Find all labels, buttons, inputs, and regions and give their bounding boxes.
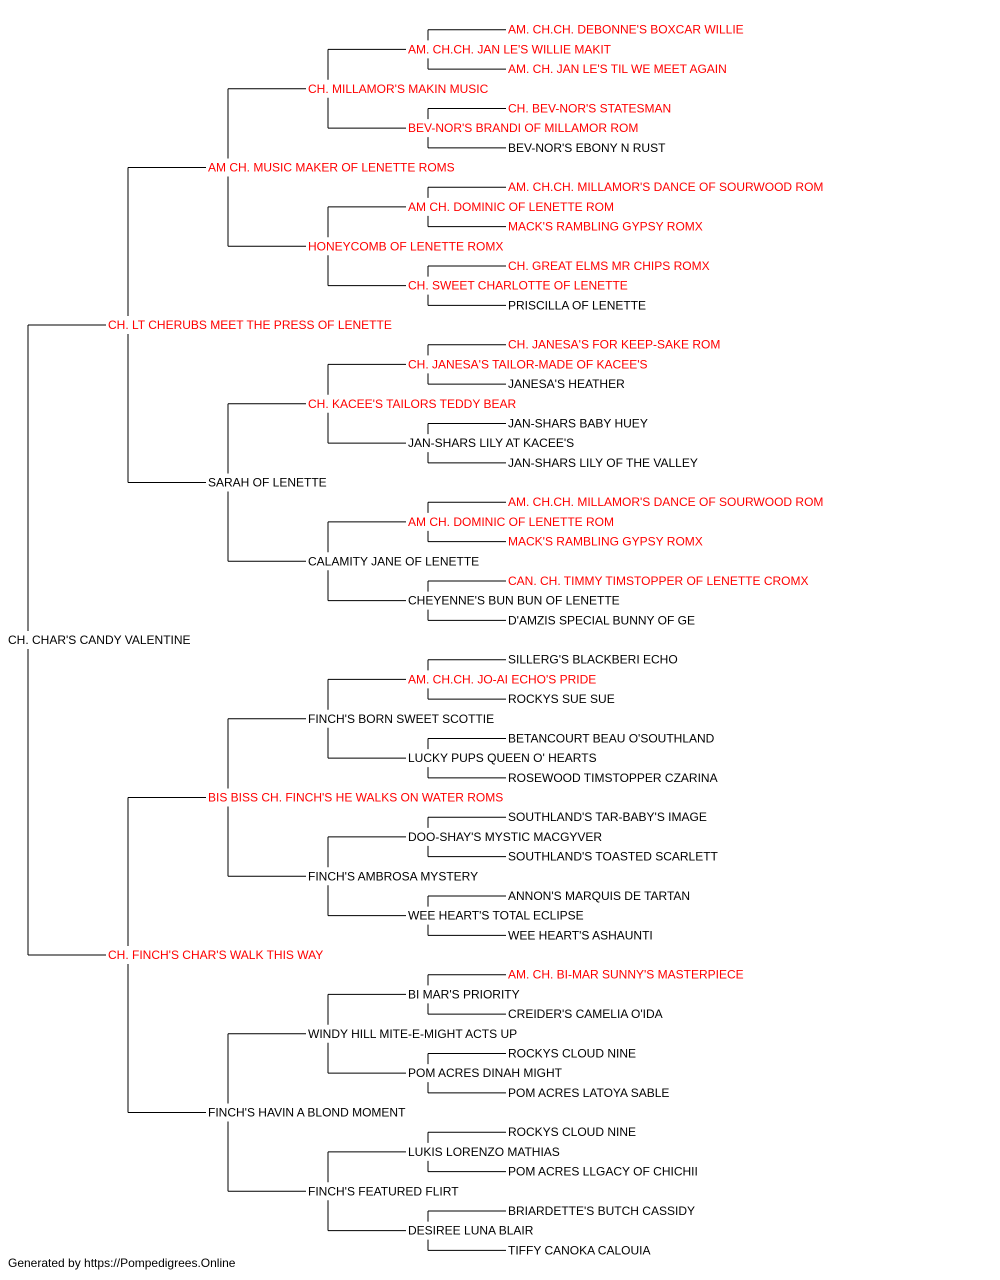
ancestor-name: AM. CH.CH. DEBONNE'S BOXCAR WILLIE [508,23,744,37]
ancestor-name: ROCKYS CLOUD NINE [508,1125,636,1139]
ancestor-name: CAN. CH. TIMMY TIMSTOPPER OF LENETTE CRO… [508,574,808,588]
ancestor-name: CH. SWEET CHARLOTTE OF LENETTE [408,279,628,293]
ancestor-name: ROCKYS CLOUD NINE [508,1046,636,1060]
ancestor-name: JAN-SHARS LILY AT KACEE'S [408,436,574,450]
ancestor-name: JAN-SHARS LILY OF THE VALLEY [508,456,698,470]
ancestor-name: AM. CH.CH. JAN LE'S WILLIE MAKIT [408,42,612,56]
ancestor-name: MACK'S RAMBLING GYPSY ROMX [508,535,703,549]
ancestor-name: AM CH. DOMINIC OF LENETTE ROM [408,515,614,529]
ancestor-name: POM ACRES DINAH MIGHT [408,1066,563,1080]
ancestor-name: JANESA'S HEATHER [508,377,625,391]
ancestor-name: CALAMITY JANE OF LENETTE [308,554,479,568]
ancestor-name: AM. CH. BI-MAR SUNNY'S MASTERPIECE [508,968,744,982]
ancestor-name: ROCKYS SUE SUE [508,692,615,706]
ancestor-name: FINCH'S HAVIN A BLOND MOMENT [208,1106,406,1120]
ancestor-name: BEV-NOR'S BRANDI OF MILLAMOR ROM [408,121,638,135]
ancestor-name: BETANCOURT BEAU O'SOUTHLAND [508,731,715,745]
ancestor-name: BI MAR'S PRIORITY [408,987,520,1001]
ancestor-name: FINCH'S FEATURED FLIRT [308,1184,459,1198]
ancestor-name: CH. JANESA'S FOR KEEP-SAKE ROM [508,338,720,352]
ancestor-name: JAN-SHARS BABY HUEY [508,416,648,430]
ancestor-name: HONEYCOMB OF LENETTE ROMX [308,239,503,253]
ancestor-name: POM ACRES LATOYA SABLE [508,1086,669,1100]
subject-dog-name: CH. CHAR'S CANDY VALENTINE [8,633,191,647]
ancestor-name: BRIARDETTE'S BUTCH CASSIDY [508,1204,695,1218]
ancestor-name: CREIDER'S CAMELIA O'IDA [508,1007,663,1021]
ancestor-name: MACK'S RAMBLING GYPSY ROMX [508,220,703,234]
ancestor-name: CH. MILLAMOR'S MAKIN MUSIC [308,82,489,96]
ancestor-name: SOUTHLAND'S TAR-BABY'S IMAGE [508,810,707,824]
ancestor-name: WEE HEART'S ASHAUNTI [508,928,653,942]
ancestor-name: LUCKY PUPS QUEEN O' HEARTS [408,751,597,765]
ancestor-name: D'AMZIS SPECIAL BUNNY OF GE [508,613,695,627]
ancestor-name: CH. BEV-NOR'S STATESMAN [508,101,671,115]
ancestor-name: CH. FINCH'S CHAR'S WALK THIS WAY [108,948,323,962]
ancestor-name: SILLERG'S BLACKBERI ECHO [508,653,678,667]
ancestor-name: FINCH'S BORN SWEET SCOTTIE [308,712,494,726]
ancestor-name: LUKIS LORENZO MATHIAS [408,1145,560,1159]
ancestor-name: SOUTHLAND'S TOASTED SCARLETT [508,850,719,864]
ancestor-name: WEE HEART'S TOTAL ECLIPSE [408,909,584,923]
ancestor-name: DOO-SHAY'S MYSTIC MACGYVER [408,830,602,844]
ancestor-name: ANNON'S MARQUIS DE TARTAN [508,889,690,903]
ancestor-name: BEV-NOR'S EBONY N RUST [508,141,666,155]
ancestor-name: PRISCILLA OF LENETTE [508,298,646,312]
ancestor-name: TIFFY CANOKA CALOUIA [508,1243,650,1257]
ancestor-name: BIS BISS CH. FINCH'S HE WALKS ON WATER R… [208,791,503,805]
ancestor-name: CH. KACEE'S TAILORS TEDDY BEAR [308,397,516,411]
ancestor-name: FINCH'S AMBROSA MYSTERY [308,869,478,883]
ancestor-name: AM. CH.CH. JO-AI ECHO'S PRIDE [408,672,596,686]
ancestor-name: DESIREE LUNA BLAIR [408,1224,534,1238]
ancestor-name: POM ACRES LLGACY OF CHICHII [508,1165,698,1179]
ancestor-name: CH. GREAT ELMS MR CHIPS ROMX [508,259,710,273]
ancestor-name: CH. LT CHERUBS MEET THE PRESS OF LENETTE [108,318,392,332]
ancestor-name: ROSEWOOD TIMSTOPPER CZARINA [508,771,718,785]
ancestor-name: WINDY HILL MITE-E-MIGHT ACTS UP [308,1027,517,1041]
ancestor-name: AM CH. MUSIC MAKER OF LENETTE ROMS [208,161,455,175]
ancestor-name: AM. CH.CH. MILLAMOR'S DANCE OF SOURWOOD … [508,495,823,509]
ancestor-name: SARAH OF LENETTE [208,476,327,490]
ancestor-name: CHEYENNE'S BUN BUN OF LENETTE [408,594,620,608]
ancestor-name: AM CH. DOMINIC OF LENETTE ROM [408,200,614,214]
ancestor-name: AM. CH.CH. MILLAMOR'S DANCE OF SOURWOOD … [508,180,823,194]
ancestor-name: AM. CH. JAN LE'S TIL WE MEET AGAIN [508,62,727,76]
footer-credit: Generated by https://Pompedigrees.Online [8,1256,236,1270]
ancestor-name: CH. JANESA'S TAILOR-MADE OF KACEE'S [408,357,648,371]
